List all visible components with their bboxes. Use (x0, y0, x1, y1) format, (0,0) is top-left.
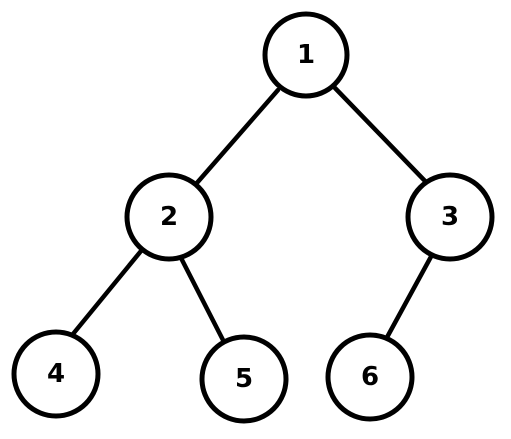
edge-2-5 (177, 253, 227, 345)
tree-node-4: 4 (11, 329, 101, 419)
edge-2-4 (70, 248, 144, 337)
node-label: 3 (441, 202, 459, 232)
node-label: 1 (297, 40, 315, 70)
tree-node-2: 2 (124, 172, 214, 262)
edge-layer (70, 85, 436, 345)
node-label: 5 (235, 364, 253, 394)
node-label: 2 (160, 202, 178, 232)
edge-1-2 (193, 87, 281, 187)
node-circle (405, 172, 495, 262)
tree-node-1: 1 (262, 11, 350, 99)
node-label: 6 (361, 362, 379, 392)
edge-3-6 (382, 250, 436, 344)
node-circle (199, 334, 289, 424)
node-circle (325, 332, 415, 422)
edge-1-3 (332, 85, 428, 184)
tree-node-5: 5 (199, 334, 289, 424)
tree-node-6: 6 (325, 332, 415, 422)
tree-node-3: 3 (405, 172, 495, 262)
node-circle (124, 172, 214, 262)
node-label: 4 (47, 359, 65, 389)
node-circle (11, 329, 101, 419)
node-circle (262, 11, 350, 99)
